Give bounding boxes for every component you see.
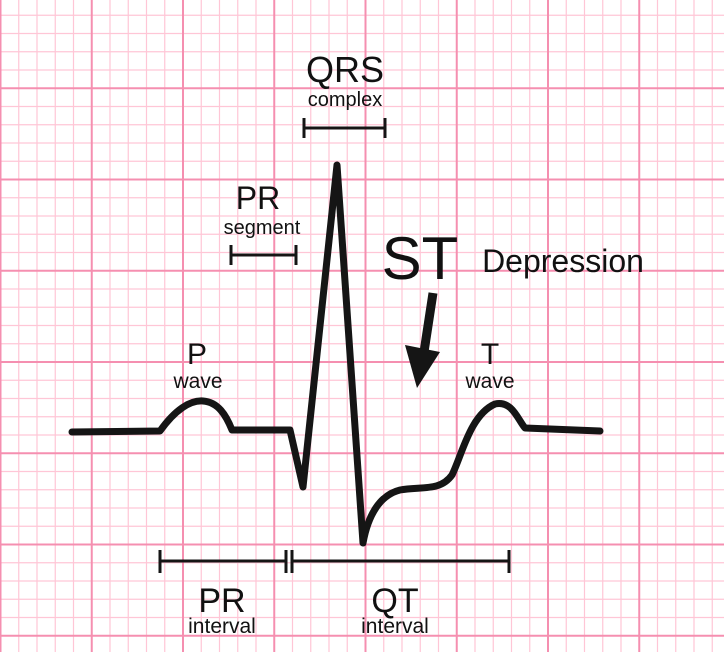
st-arrow-icon: [405, 292, 440, 388]
pr-interval-caliper: [158, 550, 288, 573]
pr-segment-label: PR: [236, 180, 280, 216]
p-wave-label: P: [187, 338, 207, 371]
qrs-caliper: [302, 118, 387, 138]
ecg-trace-taper: [71, 426, 603, 434]
st-label: ST: [382, 225, 459, 292]
ecg-trace: [68, 161, 604, 547]
pr-interval-label: PR: [198, 582, 245, 620]
p-wave-sublabel: wave: [172, 370, 222, 393]
pr-interval-sublabel: interval: [188, 615, 256, 638]
t-wave-sublabel: wave: [464, 370, 514, 393]
t-wave-label: T: [481, 338, 499, 371]
qrs-sublabel: complex: [308, 89, 382, 111]
pr-segment-sublabel: segment: [224, 217, 301, 239]
qt-interval-label: QT: [371, 582, 418, 620]
st-sublabel: Depression: [482, 243, 644, 279]
pr-segment-caliper: [229, 245, 298, 265]
qt-interval-caliper: [290, 550, 511, 573]
qrs-label: QRS: [306, 49, 384, 90]
qt-interval-sublabel: interval: [361, 615, 429, 638]
